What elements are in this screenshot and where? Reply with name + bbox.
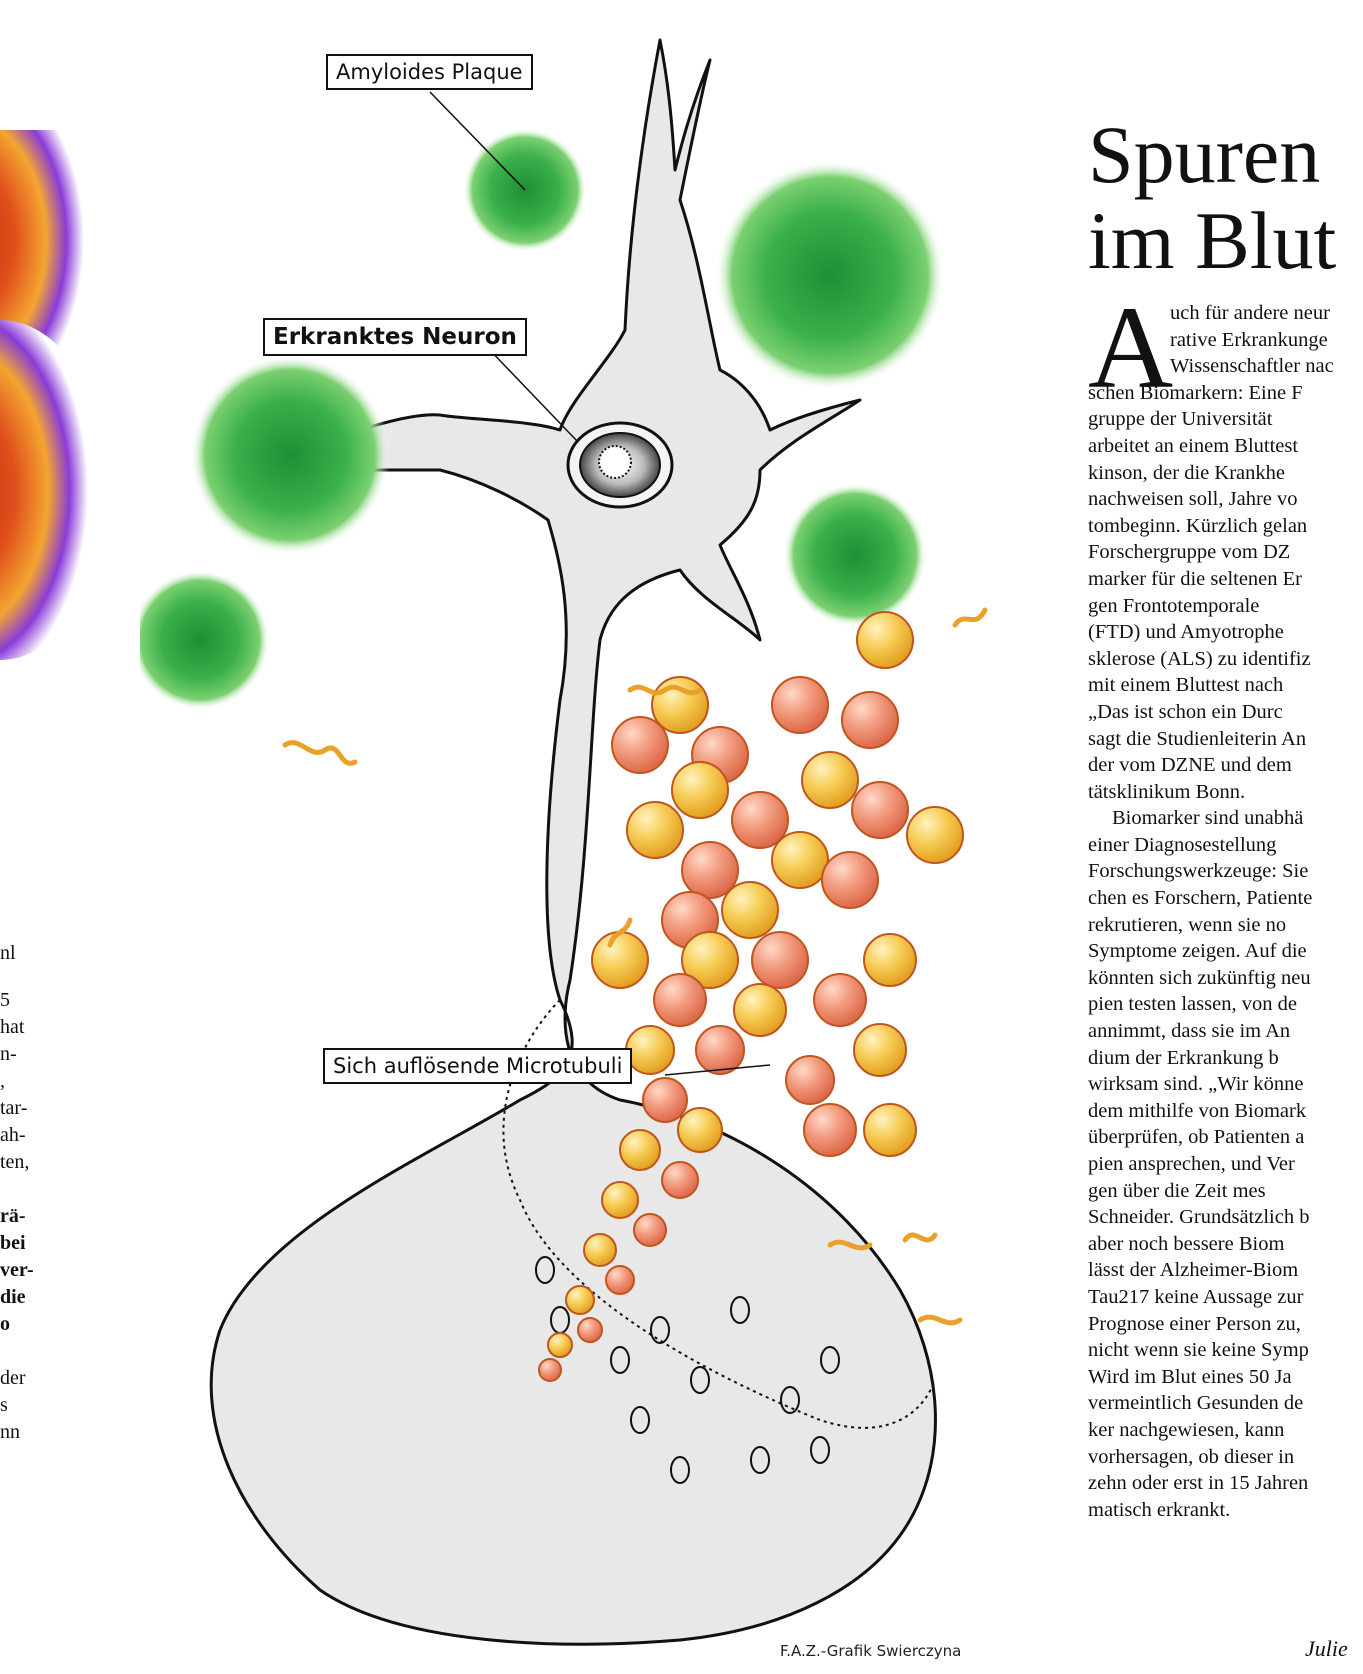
- body-line: matisch erkrankt.: [1088, 1497, 1363, 1524]
- author-name: Julie: [1305, 1636, 1348, 1662]
- article-column: Spuren im Blut A uch für andere neur rat…: [1088, 0, 1363, 1674]
- body-line: Schneider. Grundsätzlich b: [1088, 1204, 1363, 1231]
- neuron-drawing: [140, 0, 1070, 1674]
- left-line: der: [0, 1365, 150, 1392]
- heatmap-image: [0, 130, 140, 850]
- body-line: wirksam sind. „Wir könne: [1088, 1071, 1363, 1098]
- headline-line-1: Spuren: [1088, 112, 1336, 198]
- body-line: Biomarker sind unabhä: [1088, 805, 1363, 832]
- body-line: überprüfen, ob Patienten a: [1088, 1124, 1363, 1151]
- nucleus: [568, 423, 672, 507]
- label-amyloid-plaque: Amyloides Plaque: [326, 54, 533, 90]
- body-line: zehn oder erst in 15 Jahren: [1088, 1470, 1363, 1497]
- left-line: bei: [0, 1230, 150, 1257]
- left-line: hat: [0, 1014, 150, 1041]
- body-line: ker nachgewiesen, kann: [1088, 1417, 1363, 1444]
- article-body: uch für andere neur rative Erkrankunge W…: [1088, 300, 1363, 1523]
- body-line: Forschergruppe vom DZ: [1088, 539, 1363, 566]
- body-line: dium der Erkrankung b: [1088, 1045, 1363, 1072]
- body-line: „Das ist schon ein Durc: [1088, 699, 1363, 726]
- body-line: rekrutieren, wenn sie no: [1088, 912, 1363, 939]
- body-line: dem mithilfe von Biomark: [1088, 1098, 1363, 1125]
- body-line: Tau217 keine Aussage zur: [1088, 1284, 1363, 1311]
- body-line: vorhersagen, ob dieser in: [1088, 1444, 1363, 1471]
- body-line: uch für andere neur: [1088, 300, 1363, 327]
- body-line: (FTD) und Amyotrophe: [1088, 619, 1363, 646]
- label-microtubuli: Sich auflösende Microtubuli: [323, 1048, 632, 1084]
- left-line: rä-: [0, 1203, 150, 1230]
- body-line: tombeginn. Kürzlich gelan: [1088, 513, 1363, 540]
- left-line: nl: [0, 940, 150, 967]
- body-line: chen es Forschern, Patiente: [1088, 885, 1363, 912]
- body-line: sagt die Studienleiterin An: [1088, 726, 1363, 753]
- body-line: Wissenschaftler nac: [1088, 353, 1363, 380]
- body-line: Forschungswerkzeuge: Sie: [1088, 858, 1363, 885]
- neuron-illustration: Amyloides Plaque Erkranktes Neuron Sich …: [140, 0, 1070, 1674]
- body-line: sklerose (ALS) zu identifiz: [1088, 646, 1363, 673]
- body-line: schen Biomarkern: Eine F: [1088, 380, 1363, 407]
- body-line: könnten sich zukünftig neu: [1088, 965, 1363, 992]
- body-line: annimmt, dass sie im An: [1088, 1018, 1363, 1045]
- left-line: s: [0, 1392, 150, 1419]
- body-line: Wird im Blut eines 50 Ja: [1088, 1364, 1363, 1391]
- body-line: mit einem Bluttest nach: [1088, 672, 1363, 699]
- label-diseased-neuron: Erkranktes Neuron: [263, 318, 527, 356]
- body-line: arbeitet an einem Bluttest: [1088, 433, 1363, 460]
- body-line: pien testen lassen, von de: [1088, 991, 1363, 1018]
- left-line: n-: [0, 1041, 150, 1068]
- graphic-credit: F.A.Z.-Grafik Swierczyna: [780, 1642, 961, 1660]
- left-line: ver-: [0, 1257, 150, 1284]
- body-line: aber noch bessere Biom: [1088, 1231, 1363, 1258]
- left-line: [0, 1338, 150, 1365]
- left-line: ten,: [0, 1149, 150, 1176]
- body-line: einer Diagnosestellung: [1088, 832, 1363, 859]
- left-line: ah-: [0, 1122, 150, 1149]
- body-line: Symptome zeigen. Auf die: [1088, 938, 1363, 965]
- left-line: 5: [0, 987, 150, 1014]
- body-line: gen Frontotemporale: [1088, 593, 1363, 620]
- left-line: o: [0, 1311, 150, 1338]
- left-line: die: [0, 1284, 150, 1311]
- body-line: nicht wenn sie keine Symp: [1088, 1337, 1363, 1364]
- body-line: der vom DZNE und dem: [1088, 752, 1363, 779]
- body-line: kinson, der die Krankhe: [1088, 460, 1363, 487]
- left-column: nl 5 hat n- , tar- ah- ten, rä- bei ver-…: [0, 0, 150, 1674]
- left-line: tar-: [0, 1095, 150, 1122]
- body-line: marker für die seltenen Er: [1088, 566, 1363, 593]
- body-line: Prognose einer Person zu,: [1088, 1311, 1363, 1338]
- body-line: tätsklinikum Bonn.: [1088, 779, 1363, 806]
- body-line: rative Erkrankunge: [1088, 327, 1363, 354]
- body-line: vermeintlich Gesunden de: [1088, 1390, 1363, 1417]
- body-line: gen über die Zeit mes: [1088, 1178, 1363, 1205]
- body-line: gruppe der Universität: [1088, 406, 1363, 433]
- headline-line-2: im Blut: [1088, 198, 1336, 284]
- body-line: pien ansprechen, und Ver: [1088, 1151, 1363, 1178]
- left-line: [0, 1176, 150, 1203]
- body-line: lässt der Alzheimer-Biom: [1088, 1257, 1363, 1284]
- body-line: nachweisen soll, Jahre vo: [1088, 486, 1363, 513]
- headline: Spuren im Blut: [1088, 112, 1336, 284]
- left-line: nn: [0, 1419, 150, 1446]
- left-text-column: nl 5 hat n- , tar- ah- ten, rä- bei ver-…: [0, 940, 150, 1446]
- left-line: ,: [0, 1068, 150, 1095]
